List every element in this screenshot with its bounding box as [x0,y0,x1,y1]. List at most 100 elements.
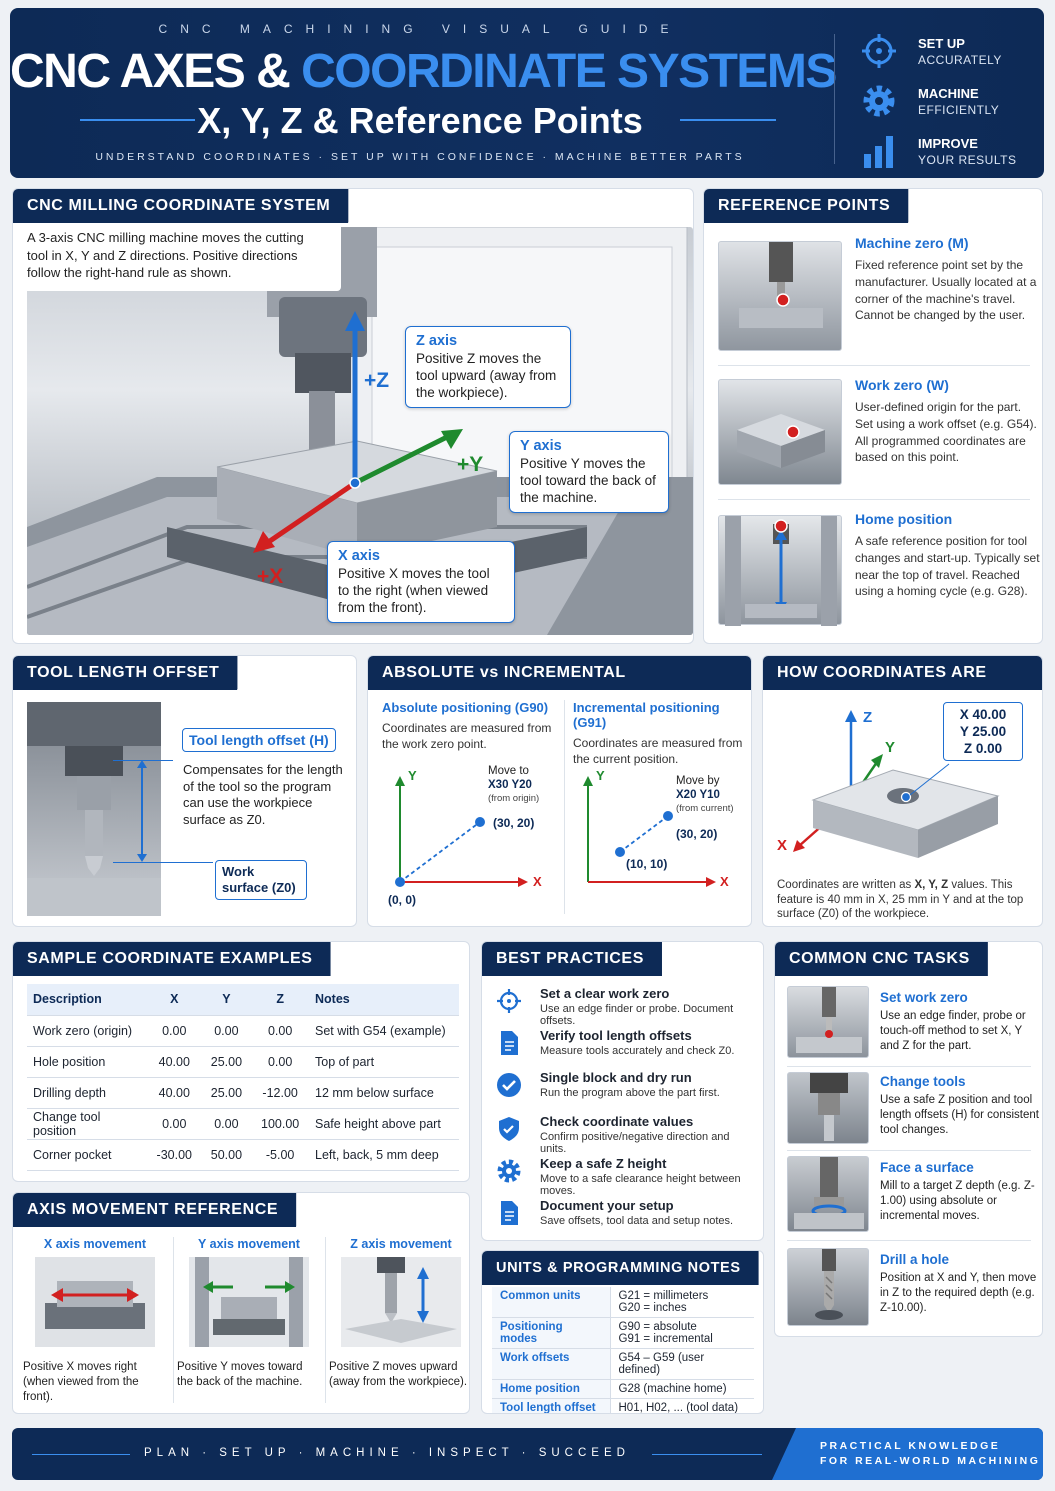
footer: PLAN · SET UP · MACHINE · INSPECT · SUCC… [12,1428,1043,1480]
readout-x: X 40.00 [959,707,1007,722]
side-item-a: MACHINE [918,86,979,101]
z-move-image [341,1257,461,1347]
divider [718,499,1030,500]
tlo-panel: TOOL LENGTH OFFSET Tool length offset (H… [12,655,357,927]
header-rule-left [80,119,195,121]
panel-title: CNC MILLING COORDINATE SYSTEM [13,189,349,223]
units-value-2: G20 = inches [618,1302,687,1314]
divider [787,1150,1031,1151]
crosshair-icon [497,989,521,1013]
footer-rule-left [32,1454,130,1455]
column-divider [564,700,565,914]
callout-head: X axis [338,548,380,564]
ref-text: User-defined origin for the part. Set us… [855,400,1037,465]
task-item: Face a surface Mill to a target Z depth … [880,1160,1040,1224]
readout-z: Z 0.00 [963,741,1003,756]
cell: -5.00 [251,1139,309,1171]
abs-origin: (0, 0) [388,893,416,907]
units-key: Common units [492,1287,611,1318]
inc-point: (30, 20) [676,827,717,841]
axis-item-text: Positive Z moves upward (away from the w… [329,1361,468,1388]
task-head: Change tools [880,1074,966,1089]
cell: Safe height above part [309,1108,459,1140]
task-image [787,1072,869,1144]
panel-title: COMMON CNC TASKS [775,942,988,976]
x-axis-label: +X [257,565,283,588]
units-value-2: G91 = incremental [618,1333,713,1345]
tlo-line-top [113,760,173,761]
side-item-a: IMPROVE [918,136,978,151]
tlo-line-bottom [113,862,213,863]
work-surface-label: Work surface (Z0) [215,860,307,900]
axis-item-x: X axis movement Positive X moves right (… [23,1237,167,1405]
abs-y-label: Y [408,768,417,783]
units-value: H01, H02, ... (tool data) [610,1398,754,1413]
abs-x-label: X [533,874,542,889]
footer-badge: PRACTICAL KNOWLEDGE FOR REAL-WORLD MACHI… [772,1428,1043,1480]
inc-note: (from current) [676,803,734,814]
cell: -12.00 [251,1077,309,1109]
units-value: G54 – G59 (user defined) [610,1348,754,1380]
abs-point: (30, 20) [493,816,534,830]
panel-title: ABSOLUTE vs INCREMENTAL POSITIONING [368,656,751,690]
header-subtitle: X, Y, Z & Reference Points [197,100,643,141]
abs-text: Coordinates are measured from the work z… [382,721,552,751]
best-item-desc: Move to a safe clearance height between … [540,1173,741,1197]
document-icon [501,1201,518,1225]
read-note-bold: X, Y, Z [914,879,949,891]
y-axis-callout: Y axis Positive Y moves the tool toward … [509,431,669,513]
axis-item-text: Positive Y moves toward the back of the … [177,1361,303,1388]
cell: Set with G54 (example) [309,1015,459,1047]
cell: 0.00 [251,1015,309,1047]
best-item-desc: Run the program above the part first. [540,1087,720,1099]
units-value: G28 (machine home) [610,1379,754,1399]
panel-title: UNITS & PROGRAMMING NOTES [482,1251,759,1285]
abs-column: Absolute positioning (G90) Coordinates a… [382,700,562,752]
bar-chart-icon [864,136,893,168]
ref-item: Home position A safe reference position … [855,511,1040,600]
best-item-desc: Use an edge finder or probe. Document of… [540,1003,734,1027]
task-head: Set work zero [880,990,968,1005]
units-key: Tool length offset [492,1398,611,1413]
cell: 50.00 [201,1139,252,1171]
callout-text: Positive Y moves the tool toward the bac… [520,456,656,505]
inc-y-label: Y [596,768,605,783]
cell: Drilling depth [27,1077,147,1109]
inc-head: Incremental positioning (G91) [573,700,720,730]
cell: 25.00 [201,1046,252,1078]
tlo-image [27,702,161,916]
machine-zero-image [718,241,842,351]
task-text: Use an edge finder, probe or touch-off m… [880,1010,1026,1052]
best-item-title: Verify tool length offsets [540,1028,692,1043]
read-y-axis: Y [885,739,895,756]
ref-head: Work zero (W) [855,377,949,393]
abs-note: (from origin) [488,793,539,804]
col-description: Description [27,984,147,1016]
inc-x-label: X [720,874,729,889]
header-title-b: COORDINATE SYSTEMS [301,45,837,98]
reference-marker [774,519,788,533]
read-x-axis: X [777,837,787,854]
cell: 12 mm below surface [309,1077,459,1109]
panel-title: SAMPLE COORDINATE EXAMPLES [13,942,331,976]
task-head: Drill a hole [880,1252,950,1267]
best-item-desc: Confirm positive/negative direction and … [540,1131,730,1155]
coordinate-table: Description X Y Z Notes Work zero (origi… [27,984,459,1171]
cell: 40.00 [147,1046,202,1078]
cell: 0.00 [251,1046,309,1078]
cell: 0.00 [201,1015,252,1047]
header-banner: CNC MACHINING VISUAL GUIDE CNC AXES & CO… [10,8,1044,178]
header-rule-right [680,119,776,121]
axis-item-head: X axis movement [43,1237,147,1251]
cell: Top of part [309,1046,459,1078]
task-head: Face a surface [880,1160,974,1175]
reference-marker [776,293,790,307]
reference-marker [786,425,800,439]
read-note-2: values. This feature is 40 mm in X, 25 m… [777,879,1024,920]
